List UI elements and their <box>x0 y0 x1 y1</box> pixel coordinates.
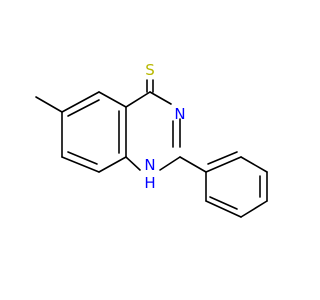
bond-n1-c8a <box>125 156 141 171</box>
bond-c4-n3 <box>149 91 172 105</box>
bond-methyl <box>35 96 63 113</box>
atom-label-nitrogen-1: N <box>144 156 155 174</box>
bond-ph1-ph2-inner <box>207 151 238 165</box>
bond-ph5-ph6 <box>205 200 242 218</box>
bond-c2-n1 <box>159 156 181 171</box>
atom-labels: S N N H <box>144 61 185 192</box>
bond-ph2-ph3 <box>240 156 268 173</box>
bond-ph4-ph5 <box>240 200 268 218</box>
bond-ph5-ph6-inner <box>209 196 238 210</box>
bond-c8a-c8 <box>98 156 127 173</box>
atom-label-nitrogen-3: N <box>174 105 185 123</box>
bond-c8-c7 <box>61 156 100 173</box>
bond-c6-c5 <box>61 91 100 113</box>
bond-ph1-ph2 <box>205 156 242 173</box>
bond-group <box>35 79 268 218</box>
atom-label-nitrogen-1-hydrogen: H <box>144 174 155 192</box>
bond-c5-c4a <box>98 91 127 108</box>
molecule-structure-diagram: S N N H <box>0 0 300 300</box>
bond-c2-phenyl <box>179 156 207 173</box>
bond-c8-c7-inner <box>67 151 98 165</box>
canvas-background <box>0 0 300 300</box>
bond-c4a-c4 <box>125 91 151 108</box>
atom-label-sulfur: S <box>145 61 155 79</box>
bond-c6-c5-inner <box>67 99 100 117</box>
